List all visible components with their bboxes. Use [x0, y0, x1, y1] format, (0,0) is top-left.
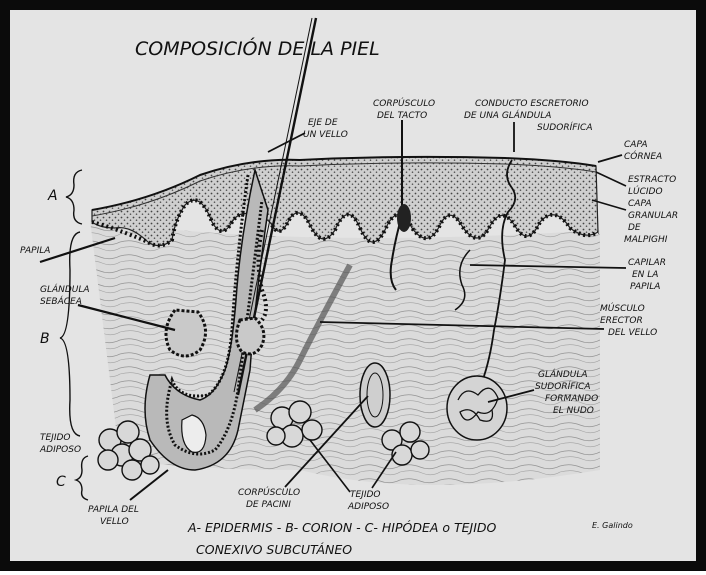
artist-signature: E. Galindo	[592, 521, 633, 530]
label-estracto-lucido-2: LÚCIDO	[628, 185, 663, 197]
label-glandula-sudorifica-2: SUDORÍFICA	[535, 380, 591, 392]
label-papila-vello-1: PAPILA DEL	[88, 505, 139, 515]
label-conducto-1: CONDUCTO ESCRETORIO	[475, 99, 589, 109]
label-musculo-2: ERECTOR	[600, 316, 643, 326]
label-corpusculo-pacini-2: DE PACINI	[246, 500, 291, 510]
label-capa-granular-4: MALPIGHI	[624, 235, 668, 245]
label-corpusculo-tacto-2: DEL TACTO	[377, 111, 427, 121]
label-glandula-sebacea-2: SEBÁCEA	[40, 295, 82, 307]
page-title: COMPOSICIÓN DE LA PIEL	[135, 36, 380, 60]
label-capa-cornea-2: CÓRNEA	[624, 150, 662, 162]
label-capilar-3: PAPILA	[630, 282, 660, 292]
label-papila: PAPILA	[20, 246, 50, 256]
layer-letter-c: C	[56, 474, 66, 490]
label-corpusculo-tacto-1: CORPÚSCULO	[373, 97, 435, 109]
label-musculo-3: DEL VELLO	[608, 328, 657, 338]
label-tejido-adiposo-left-1: TEJIDO	[40, 433, 71, 443]
label-capa-granular-3: DE	[628, 223, 641, 233]
label-capilar-1: CAPILAR	[628, 258, 666, 268]
label-capa-granular-2: GRANULAR	[628, 211, 678, 221]
label-capa-cornea-1: CAPA	[624, 140, 648, 150]
label-eje-vello-1: EJE DE	[308, 118, 338, 128]
corpusculo-tacto	[397, 204, 411, 232]
caption-line-2: CONEXIVO SUBCUTÁNEO	[196, 542, 352, 557]
label-glandula-sudorifica-4: EL NUDO	[553, 406, 594, 416]
label-tejido-adiposo-bottom-2: ADIPOSO	[347, 502, 389, 512]
label-capilar-2: EN LA	[632, 270, 658, 280]
glandula-sebacea-left	[166, 310, 206, 356]
label-glandula-sudorifica-1: GLÁNDULA	[538, 368, 588, 380]
label-tejido-adiposo-left-2: ADIPOSO	[39, 445, 81, 455]
label-estracto-lucido-1: ESTRACTO	[628, 175, 676, 185]
label-papila-vello-2: VELLO	[100, 517, 129, 527]
label-corpusculo-pacini-1: CORPÚSCULO	[238, 486, 300, 498]
label-eje-vello-2: UN VELLO	[303, 130, 348, 140]
label-glandula-sebacea-1: GLÁNDULA	[40, 283, 90, 295]
label-conducto-3: SUDORÍFICA	[537, 121, 593, 133]
layer-letter-a: A	[47, 188, 58, 204]
label-musculo-1: MÚSCULO	[600, 302, 645, 314]
label-glandula-sudorifica-3: FORMANDO	[545, 394, 598, 404]
layer-letter-b: B	[40, 331, 50, 347]
label-conducto-2: DE UNA GLÁNDULA	[464, 109, 551, 121]
label-capa-granular-1: CAPA	[628, 199, 652, 209]
glandula-sudorifica	[447, 376, 507, 440]
label-tejido-adiposo-bottom-1: TEJIDO	[350, 490, 381, 500]
caption-line-1: A- EPIDERMIS - B- CORION - C- HIPÓDEA o …	[187, 520, 497, 535]
